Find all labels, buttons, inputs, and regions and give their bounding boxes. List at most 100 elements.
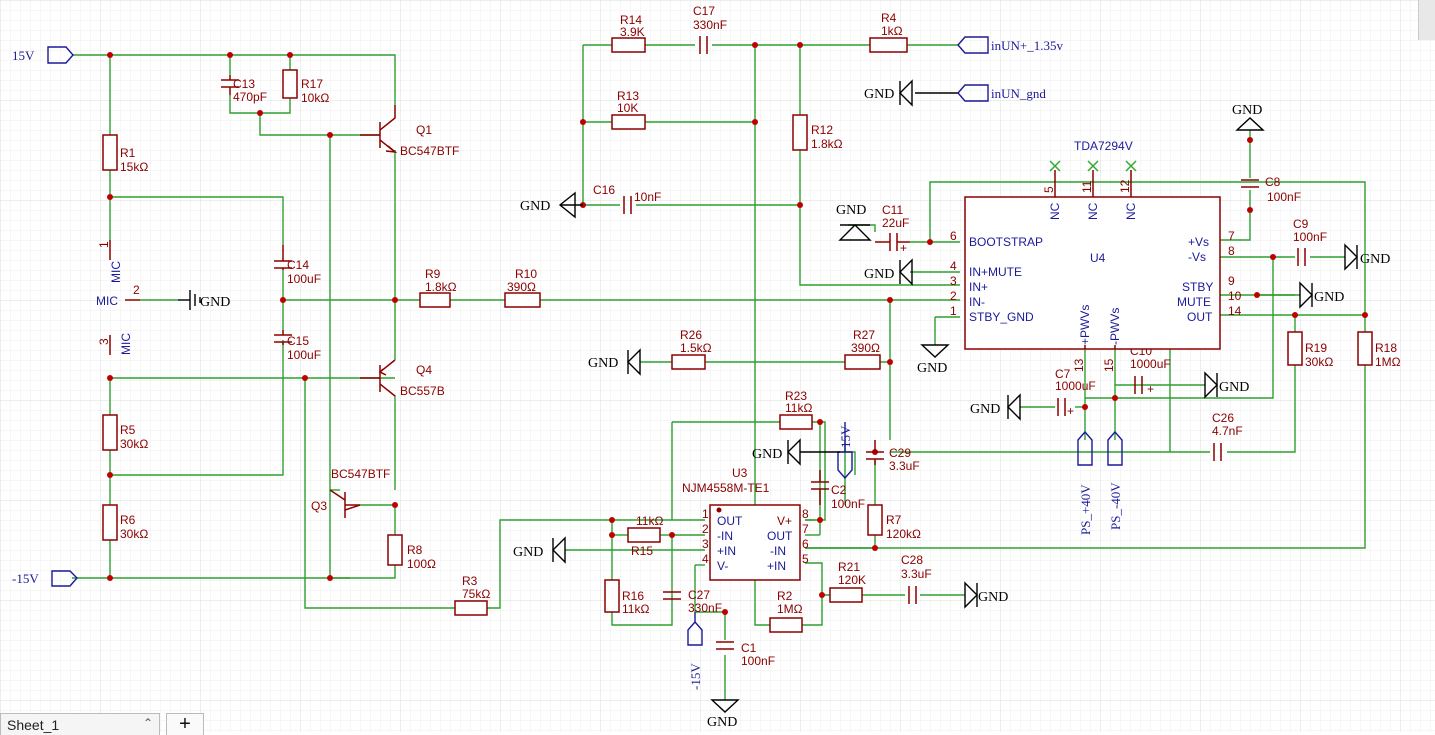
gnd-stby[interactable]: GND <box>917 344 950 376</box>
net-flag-in-un-label: inUN+_1.35v <box>991 38 1063 53</box>
resistor-r17[interactable]: R17 10kΩ <box>282 69 329 105</box>
gnd-c7[interactable]: GND <box>970 393 1021 421</box>
r5-ref: R5 <box>120 423 136 437</box>
chevron-up-icon[interactable]: ⌃ <box>142 716 153 730</box>
resistor-r4[interactable]: R4 1kΩ <box>869 11 908 53</box>
resistor-r14[interactable]: R14 3.9K <box>611 13 646 53</box>
resistor-r3[interactable]: R3 75kΩ <box>454 574 490 616</box>
resistor-r13[interactable]: R13 10K <box>611 89 646 130</box>
capacitor-c29[interactable]: C29 3.3uF <box>866 440 920 473</box>
u4-num8: 8 <box>1228 244 1235 258</box>
gnd-c1[interactable]: GND <box>707 699 740 730</box>
u4-nc11: NC <box>1086 202 1100 220</box>
resistor-r8[interactable]: R8 100Ω <box>387 534 436 571</box>
capacitor-c15[interactable]: C15 100uF <box>274 330 321 362</box>
c27-ref: C27 <box>688 588 710 602</box>
net-flag-neg15v[interactable]: -15V <box>12 570 78 587</box>
gnd-u3-top[interactable]: GND <box>752 438 840 466</box>
capacitor-c14[interactable]: C14 100uF <box>274 245 321 286</box>
net-flag-in-gnd[interactable]: inUN_gnd <box>915 84 1046 102</box>
r13-ref: R13 <box>617 89 639 103</box>
capacitor-c17[interactable]: C17 330nF <box>693 4 727 54</box>
resistor-r9[interactable]: R9 1.8kΩ <box>419 267 457 308</box>
resistor-r7[interactable]: R7 120kΩ <box>867 504 921 541</box>
resistor-r23[interactable]: R23 11kΩ <box>779 389 813 430</box>
capacitor-c1[interactable]: C1 100nF <box>716 641 775 668</box>
r26-ref: R26 <box>680 328 702 342</box>
resistor-r19[interactable]: R19 30kΩ <box>1287 331 1333 369</box>
capacitor-c7[interactable]: + C7 1000uF <box>1055 367 1096 418</box>
gnd-in-mute[interactable]: GND <box>864 258 913 286</box>
r13-val: 10K <box>617 101 638 115</box>
net-flag-in-un[interactable]: inUN+_1.35v <box>957 36 1063 54</box>
vertical-scrollbar[interactable] <box>1418 0 1435 40</box>
r8-val: 100Ω <box>407 557 436 571</box>
net-flag-psn40-label: PS_-40V <box>1108 482 1123 530</box>
transistor-q4[interactable]: Q4 BC557B <box>360 359 445 398</box>
gnd-in-gnd[interactable]: GND <box>864 79 913 107</box>
r27-ref: R27 <box>853 328 875 342</box>
gnd-c16[interactable]: GND <box>520 191 583 219</box>
u3-pin-nin: -IN <box>717 529 733 543</box>
resistor-r16[interactable]: R16 11kΩ <box>604 579 649 616</box>
c17-val: 330nF <box>693 18 727 32</box>
c11-ref: C11 <box>882 203 903 217</box>
resistor-r15[interactable]: 11kΩ R15 <box>627 514 663 558</box>
resistor-r21[interactable]: R21 120K <box>829 560 866 603</box>
gnd-u3-left[interactable]: GND <box>513 536 566 564</box>
transistor-q1[interactable]: Q1 BC547BTF <box>360 105 459 158</box>
nc-marker-5 <box>1049 160 1061 172</box>
gnd-mute[interactable]: GND <box>1299 281 1344 309</box>
ic-u4[interactable]: TDA7294V U4 BOOTSTRAP IN+MUTE IN+ IN- ST… <box>950 139 1242 372</box>
r6-val: 30kΩ <box>120 527 148 541</box>
u4-num13: 13 <box>1072 358 1086 372</box>
gnd-c28[interactable]: GND <box>964 581 1008 609</box>
resistor-r10[interactable]: R10 390Ω <box>504 267 541 308</box>
nc-marker-11 <box>1087 160 1099 172</box>
gnd-r26[interactable]: GND <box>588 348 641 376</box>
mic-label3: MIC <box>119 333 133 355</box>
gnd-c10[interactable]: GND <box>1204 371 1249 399</box>
capacitor-c27[interactable]: C27 330nF <box>663 588 722 615</box>
gnd-c11[interactable]: GND <box>836 203 872 241</box>
resistor-r2[interactable]: R2 1MΩ <box>769 589 803 633</box>
net-flag-15v[interactable]: 15V <box>12 46 74 64</box>
gnd-c9[interactable]: GND <box>1344 243 1390 271</box>
net-flag-neg15v-small[interactable]: -15V <box>687 612 703 690</box>
q1-ref: Q1 <box>416 123 432 137</box>
capacitor-c16[interactable]: C16 10nF <box>593 183 661 214</box>
gnd-c8[interactable]: GND <box>1232 103 1265 131</box>
u4-pwvs-p: +PWVs <box>1078 305 1092 345</box>
resistor-r12[interactable]: R12 1.8kΩ <box>792 114 843 151</box>
capacitor-c2[interactable]: C2 100nF <box>811 470 865 511</box>
net-flag-15v-small[interactable]: 15V <box>837 422 853 480</box>
mic-label2: MIC <box>96 294 118 308</box>
capacitor-c26[interactable]: C26 4.7nF <box>1212 411 1243 461</box>
mic-connector[interactable]: 1 MIC 2 MIC 3 MIC <box>96 240 140 355</box>
resistor-r18[interactable]: R18 1MΩ <box>1357 331 1401 369</box>
gnd-c28-label: GND <box>978 590 1008 605</box>
resistor-r26[interactable]: R26 1.5kΩ <box>671 328 712 370</box>
resistor-r27[interactable]: R27 390Ω <box>844 328 881 370</box>
capacitor-c8[interactable]: C8 100nF <box>1241 175 1301 204</box>
resistor-r6[interactable]: R6 30kΩ <box>102 504 148 541</box>
net-flag-ps40[interactable]: PS_+40V <box>1077 430 1093 535</box>
net-flag-psn40[interactable]: PS_-40V <box>1107 430 1123 530</box>
gnd-c11-label: GND <box>836 203 866 218</box>
transistor-q3[interactable]: BC547BTF Q3 <box>311 467 390 518</box>
capacitor-c9[interactable]: C9 100nF <box>1293 217 1327 266</box>
resistor-r1[interactable]: R1 15kΩ <box>102 134 148 174</box>
add-sheet-button[interactable]: + <box>166 713 204 735</box>
u3-pin-out: OUT <box>717 514 743 528</box>
u4-pin-nvs: -Vs <box>1188 250 1206 264</box>
resistor-r5[interactable]: R5 30kΩ <box>102 414 148 451</box>
sheet-tab[interactable]: Sheet_1 ⌃ <box>0 713 160 735</box>
gnd-mic[interactable]: GND <box>178 290 230 310</box>
capacitor-c13[interactable]: C13 470pF <box>221 75 267 104</box>
u3-pin-vm: V- <box>717 559 728 573</box>
ic-u3[interactable]: U3 NJM4558M-TE1 OUT -IN +IN V- 1 2 3 4 V… <box>682 466 809 581</box>
capacitor-c11[interactable]: + C11 22uF <box>875 203 910 255</box>
capacitor-c28[interactable]: C28 3.3uF <box>901 553 932 604</box>
mic-pin1: 1 <box>97 241 111 248</box>
